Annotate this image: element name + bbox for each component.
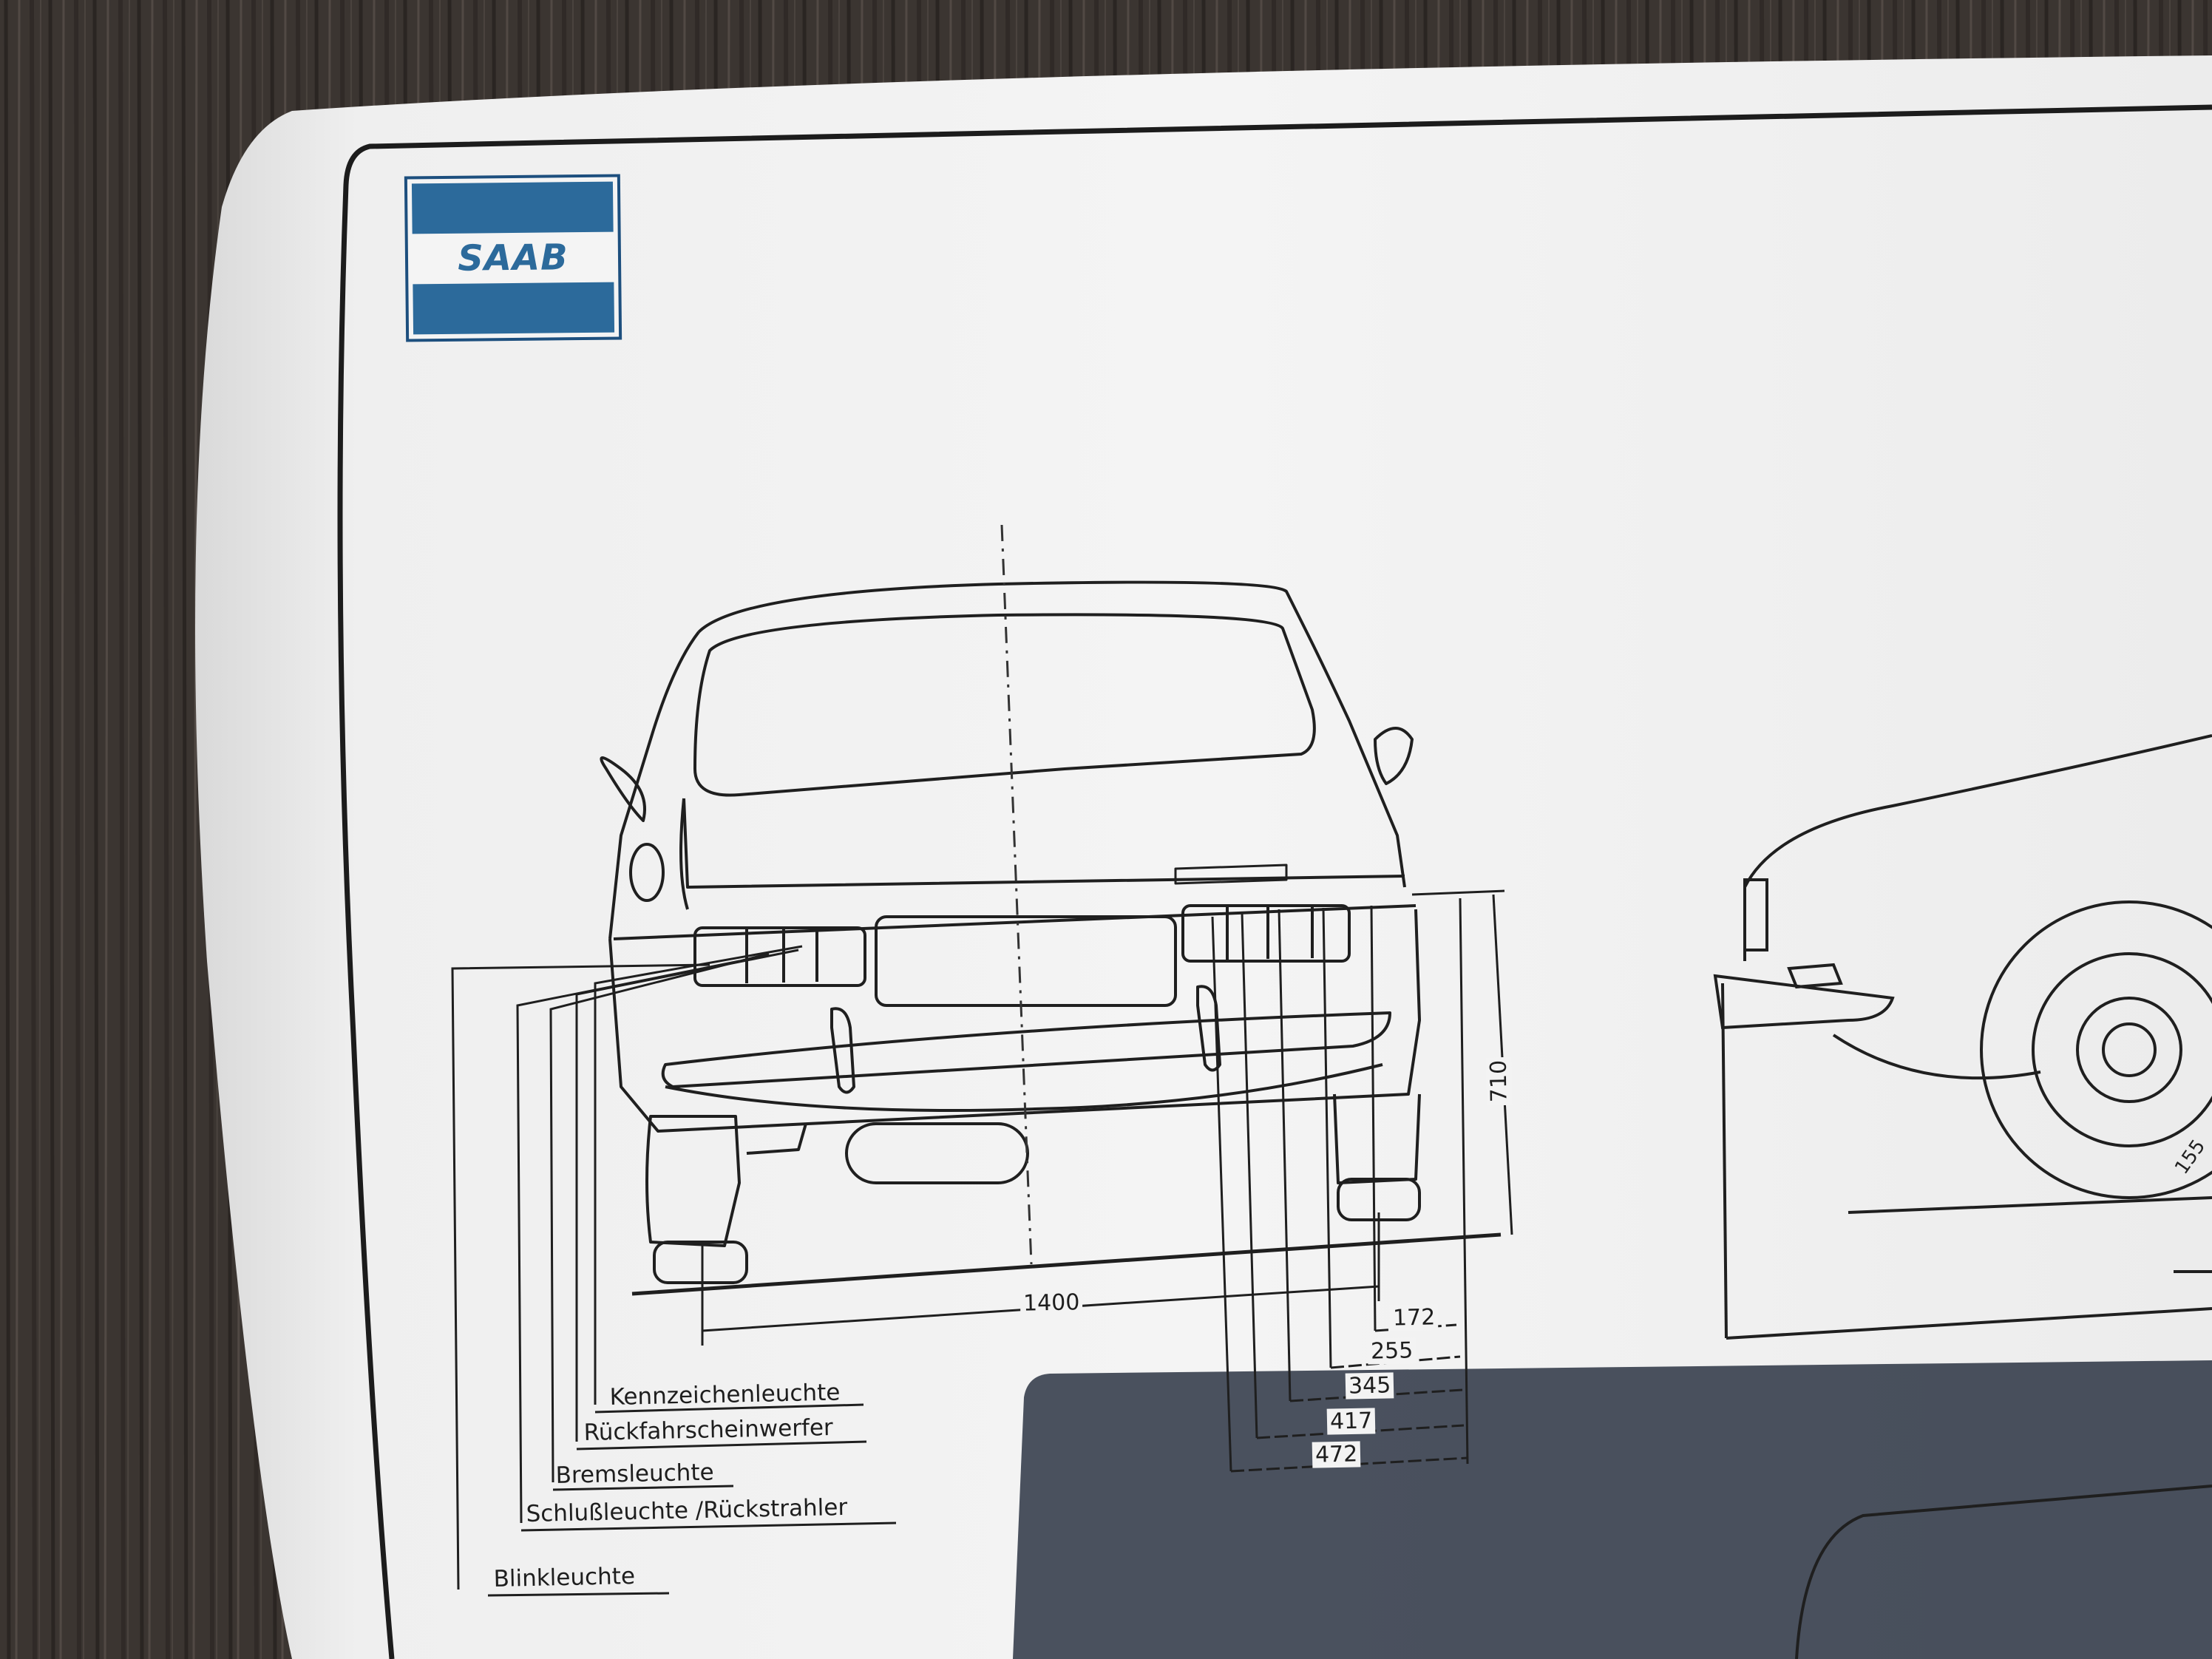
side-view-drawing	[1713, 734, 2212, 1659]
dimension-light-height: 710	[1485, 1056, 1513, 1106]
callout-leader-lines	[451, 945, 897, 1597]
callout-kennzeichenleuchte: Kennzeichenleuchte	[609, 1379, 841, 1411]
dimension-offset-417: 417	[1326, 1408, 1376, 1435]
rear-view-drawing	[600, 580, 1421, 1284]
logo-top-band	[411, 181, 614, 234]
saab-logo: SAAB	[404, 174, 622, 342]
center-line	[1000, 524, 1033, 1265]
callout-bremsleuchte: Bremsleuchte	[555, 1459, 714, 1489]
callout-blinkleuchte: Blinkleuchte	[493, 1563, 636, 1592]
paper-sheet	[195, 55, 2212, 1659]
dimension-offset-172: 172	[1389, 1304, 1439, 1331]
logo-wordmark: SAAB	[457, 237, 569, 279]
dimension-track-width: 1400	[1020, 1289, 1083, 1317]
dimension-offset-255: 255	[1367, 1337, 1417, 1365]
dimension-offset-472: 472	[1312, 1441, 1361, 1468]
phone-shadow	[1013, 1360, 2212, 1659]
drawing-frame	[337, 104, 2212, 1659]
dimension-lines	[701, 889, 1513, 1473]
logo-bottom-band	[413, 282, 615, 335]
dimension-offset-345: 345	[1345, 1372, 1394, 1400]
ground-line	[631, 1232, 1502, 1296]
callout-rueckfahrscheinwerfer: Rückfahrscheinwerfer	[583, 1414, 834, 1446]
